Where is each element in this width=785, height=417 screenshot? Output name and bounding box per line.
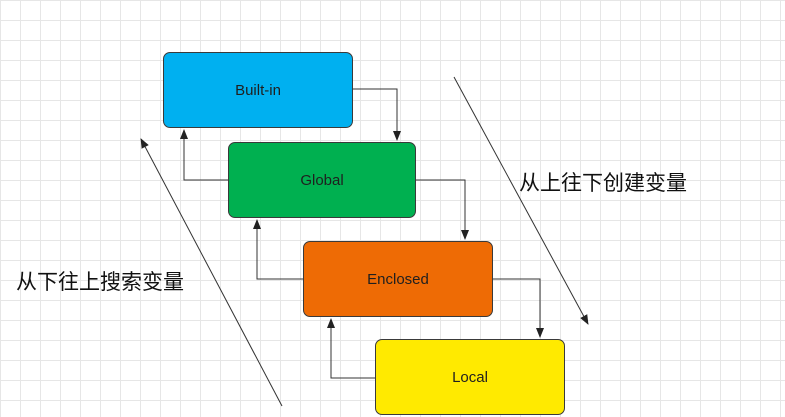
connector-builtin-to-global [353, 88, 401, 141]
diagonal-arrow-up [140, 138, 283, 407]
caption-bottom-up: 从下往上搜索变量 [16, 270, 184, 294]
node-global: Global [228, 142, 416, 218]
node-local: Local [375, 339, 565, 415]
connector-local-to-enclosed [327, 318, 375, 379]
node-enclosed-label: Enclosed [367, 270, 429, 288]
node-builtin-label: Built-in [235, 81, 281, 99]
node-local-label: Local [452, 368, 488, 386]
diagonal-arrow-down [453, 76, 589, 325]
connector-global-to-builtin [180, 129, 228, 181]
caption-top-down: 从上往下创建变量 [519, 171, 687, 195]
node-builtin: Built-in [163, 52, 353, 128]
connector-enclosed-to-local [493, 278, 544, 338]
connector-global-to-enclosed [416, 179, 469, 240]
node-enclosed: Enclosed [303, 241, 493, 317]
node-global-label: Global [300, 171, 344, 189]
connector-enclosed-to-global [253, 219, 303, 280]
